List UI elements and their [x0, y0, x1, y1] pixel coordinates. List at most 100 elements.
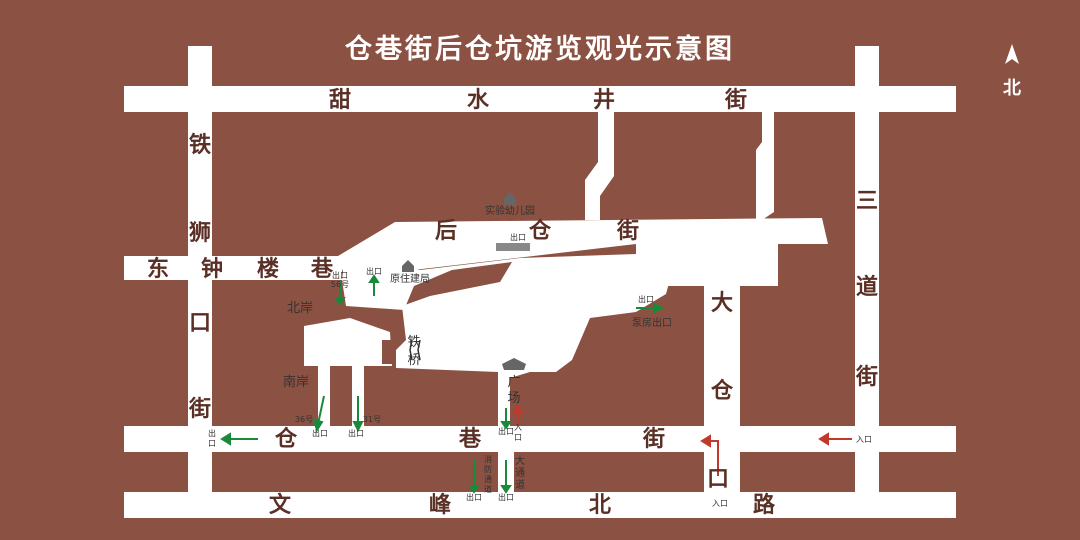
kindergarten-building-icon	[504, 192, 516, 206]
iron-bridge-arc-right	[417, 339, 421, 361]
exit-label-pump: 出口	[638, 294, 654, 304]
exit-label-west-2: 口	[208, 439, 216, 448]
entry-label-east: 入口	[856, 435, 872, 444]
exit-arrow-fire-head	[468, 485, 480, 494]
road-houcang	[338, 218, 828, 492]
road-network	[124, 46, 956, 518]
road-cangxiang-char-2: 巷	[458, 427, 482, 452]
kindergarten-label: 实验幼儿园	[485, 204, 535, 217]
residence-building-icon	[402, 260, 414, 272]
place-labels: 实验幼儿园 原住建局 北岸 南岸 铁 桥 广 场 泵房出口 消 防 通 道 大 …	[283, 204, 672, 494]
exit-label-fire: 出口	[466, 492, 482, 502]
road-sandao-char-2: 道	[856, 274, 878, 300]
fire-lane-label-2: 防	[484, 464, 492, 474]
map-title: 仓巷街后仓坑游览观光示意图	[344, 33, 735, 65]
road-tianshuijing-char-4: 街	[724, 87, 747, 113]
entry-arrow-east-head	[818, 432, 829, 446]
exit-label-houcang: 出口	[366, 266, 382, 276]
road-dacangkou-char-3: 口	[707, 467, 729, 492]
direction-arrows	[220, 274, 852, 494]
exit-label-main: 出口	[498, 492, 514, 502]
exit-arrow-plaza-head	[500, 421, 512, 430]
iron-bridge-label-1: 铁	[407, 335, 420, 350]
road-dacangkou-char-2: 仓	[710, 378, 734, 404]
main-lane-label-2: 通	[515, 467, 525, 479]
road-dongzhonglou-char-2: 钟	[201, 256, 223, 282]
plaza-pavilion-icon	[502, 358, 526, 370]
road-tianshuijing-char-3: 井	[593, 88, 615, 113]
fire-lane-label-3: 通	[484, 474, 492, 484]
exit-arrow-main-head	[500, 485, 512, 494]
plaza-label-2: 场	[507, 391, 520, 406]
entry-arrow-dacangkou-head	[700, 434, 711, 448]
exit-arrow-west-head	[220, 432, 231, 446]
road-tieshikou-char-2: 狮	[189, 221, 211, 246]
lane-north-1	[585, 112, 614, 220]
entry-label-plaza-1: 入	[514, 423, 522, 432]
road-dongzhonglou-char-3: 楼	[257, 257, 279, 282]
exit-label-plaza: 出口	[498, 426, 514, 436]
exit-arrow-houcang-head	[368, 274, 380, 283]
road-wenfengbei-char-3: 北	[589, 493, 611, 518]
lane-north-2	[756, 112, 774, 220]
exit-label-west-1: 出	[208, 428, 216, 438]
road-sandao-char-1: 三	[856, 189, 878, 214]
landmark-icons	[402, 192, 526, 370]
north-bank-block	[304, 318, 392, 366]
exit-label-31: 出口	[348, 428, 364, 438]
entry-arrow-plaza-head	[512, 404, 524, 413]
road-houcang-char-2: 仓	[528, 218, 552, 244]
road-tieshikou-char-3: 口	[189, 311, 211, 336]
residence-label: 原住建局	[390, 272, 430, 285]
road-sandao-char-3: 街	[855, 364, 878, 390]
road-dongzhonglou-char-4: 巷	[310, 257, 334, 282]
road-labels: 甜 水 井 街 后 仓 街 东 钟 楼 巷 仓 巷 街 文 峰 北 路 铁 狮 …	[147, 87, 878, 518]
exit-label-56: 出口	[332, 270, 348, 280]
main-lane-label-1: 大	[515, 454, 525, 467]
entry-label-plaza-2: 口	[514, 433, 522, 442]
exit-arrow-pump-head	[653, 302, 665, 314]
road-houcang-char-3: 街	[616, 218, 639, 244]
road-houcang-char-1: 后	[435, 219, 457, 244]
house-number-36: 36号	[295, 415, 313, 424]
fire-lane-label-4: 道	[484, 484, 492, 494]
road-wenfengbei	[124, 492, 956, 518]
south-bank-label: 南岸	[283, 374, 309, 390]
road-dongzhonglou	[124, 256, 342, 280]
pump-exit-label: 泵房出口	[632, 316, 672, 329]
exit-arrow-36	[317, 395, 325, 425]
road-wenfengbei-char-1: 文	[269, 492, 292, 518]
road-dacangkou-char-1: 大	[711, 291, 733, 316]
main-lane-label-3: 道	[515, 478, 525, 491]
exit-arrow-31-head	[352, 421, 364, 433]
internal-structures	[382, 243, 530, 364]
exit-arrow-36-head	[312, 418, 324, 433]
exit-arrow-56-head	[334, 297, 346, 306]
north-bank-label: 北岸	[287, 301, 313, 316]
entry-arrow-dacangkou	[708, 440, 719, 476]
river-walkway	[342, 254, 672, 426]
road-cangxiang-char-1: 仓	[274, 426, 298, 452]
road-tieshikou-char-4: 街	[188, 396, 211, 422]
north-indicator: 北	[1003, 44, 1021, 99]
house-number-31: 31号	[363, 415, 381, 424]
road-dongzhonglou-char-1: 东	[147, 256, 169, 282]
road-tianshuijing	[124, 86, 956, 112]
iron-bridge-label-2: 桥	[407, 353, 420, 368]
road-sandao	[855, 46, 879, 494]
iron-bridge-arc-left	[409, 339, 413, 361]
marker-labels: 56号 出口 出口 出口 36号 31号 出口 出口 出口 出 口 出口 入 口…	[208, 232, 872, 508]
road-wenfengbei-char-2: 峰	[429, 493, 452, 518]
road-cangxiang-char-3: 街	[642, 426, 665, 452]
road-wenfengbei-char-4: 路	[753, 492, 776, 518]
road-cangxiang	[124, 426, 956, 452]
north-arrow-icon	[1005, 44, 1019, 64]
road-tianshuijing-char-1: 甜	[329, 87, 351, 113]
road-tianshuijing-char-2: 水	[467, 88, 490, 113]
north-label: 北	[1003, 78, 1021, 99]
fire-lane-label-1: 消	[484, 454, 492, 464]
bridge-pillar	[382, 340, 392, 364]
road-tieshikou-char-1: 铁	[189, 132, 211, 158]
entry-label-dacangkou: 入口	[712, 499, 728, 508]
